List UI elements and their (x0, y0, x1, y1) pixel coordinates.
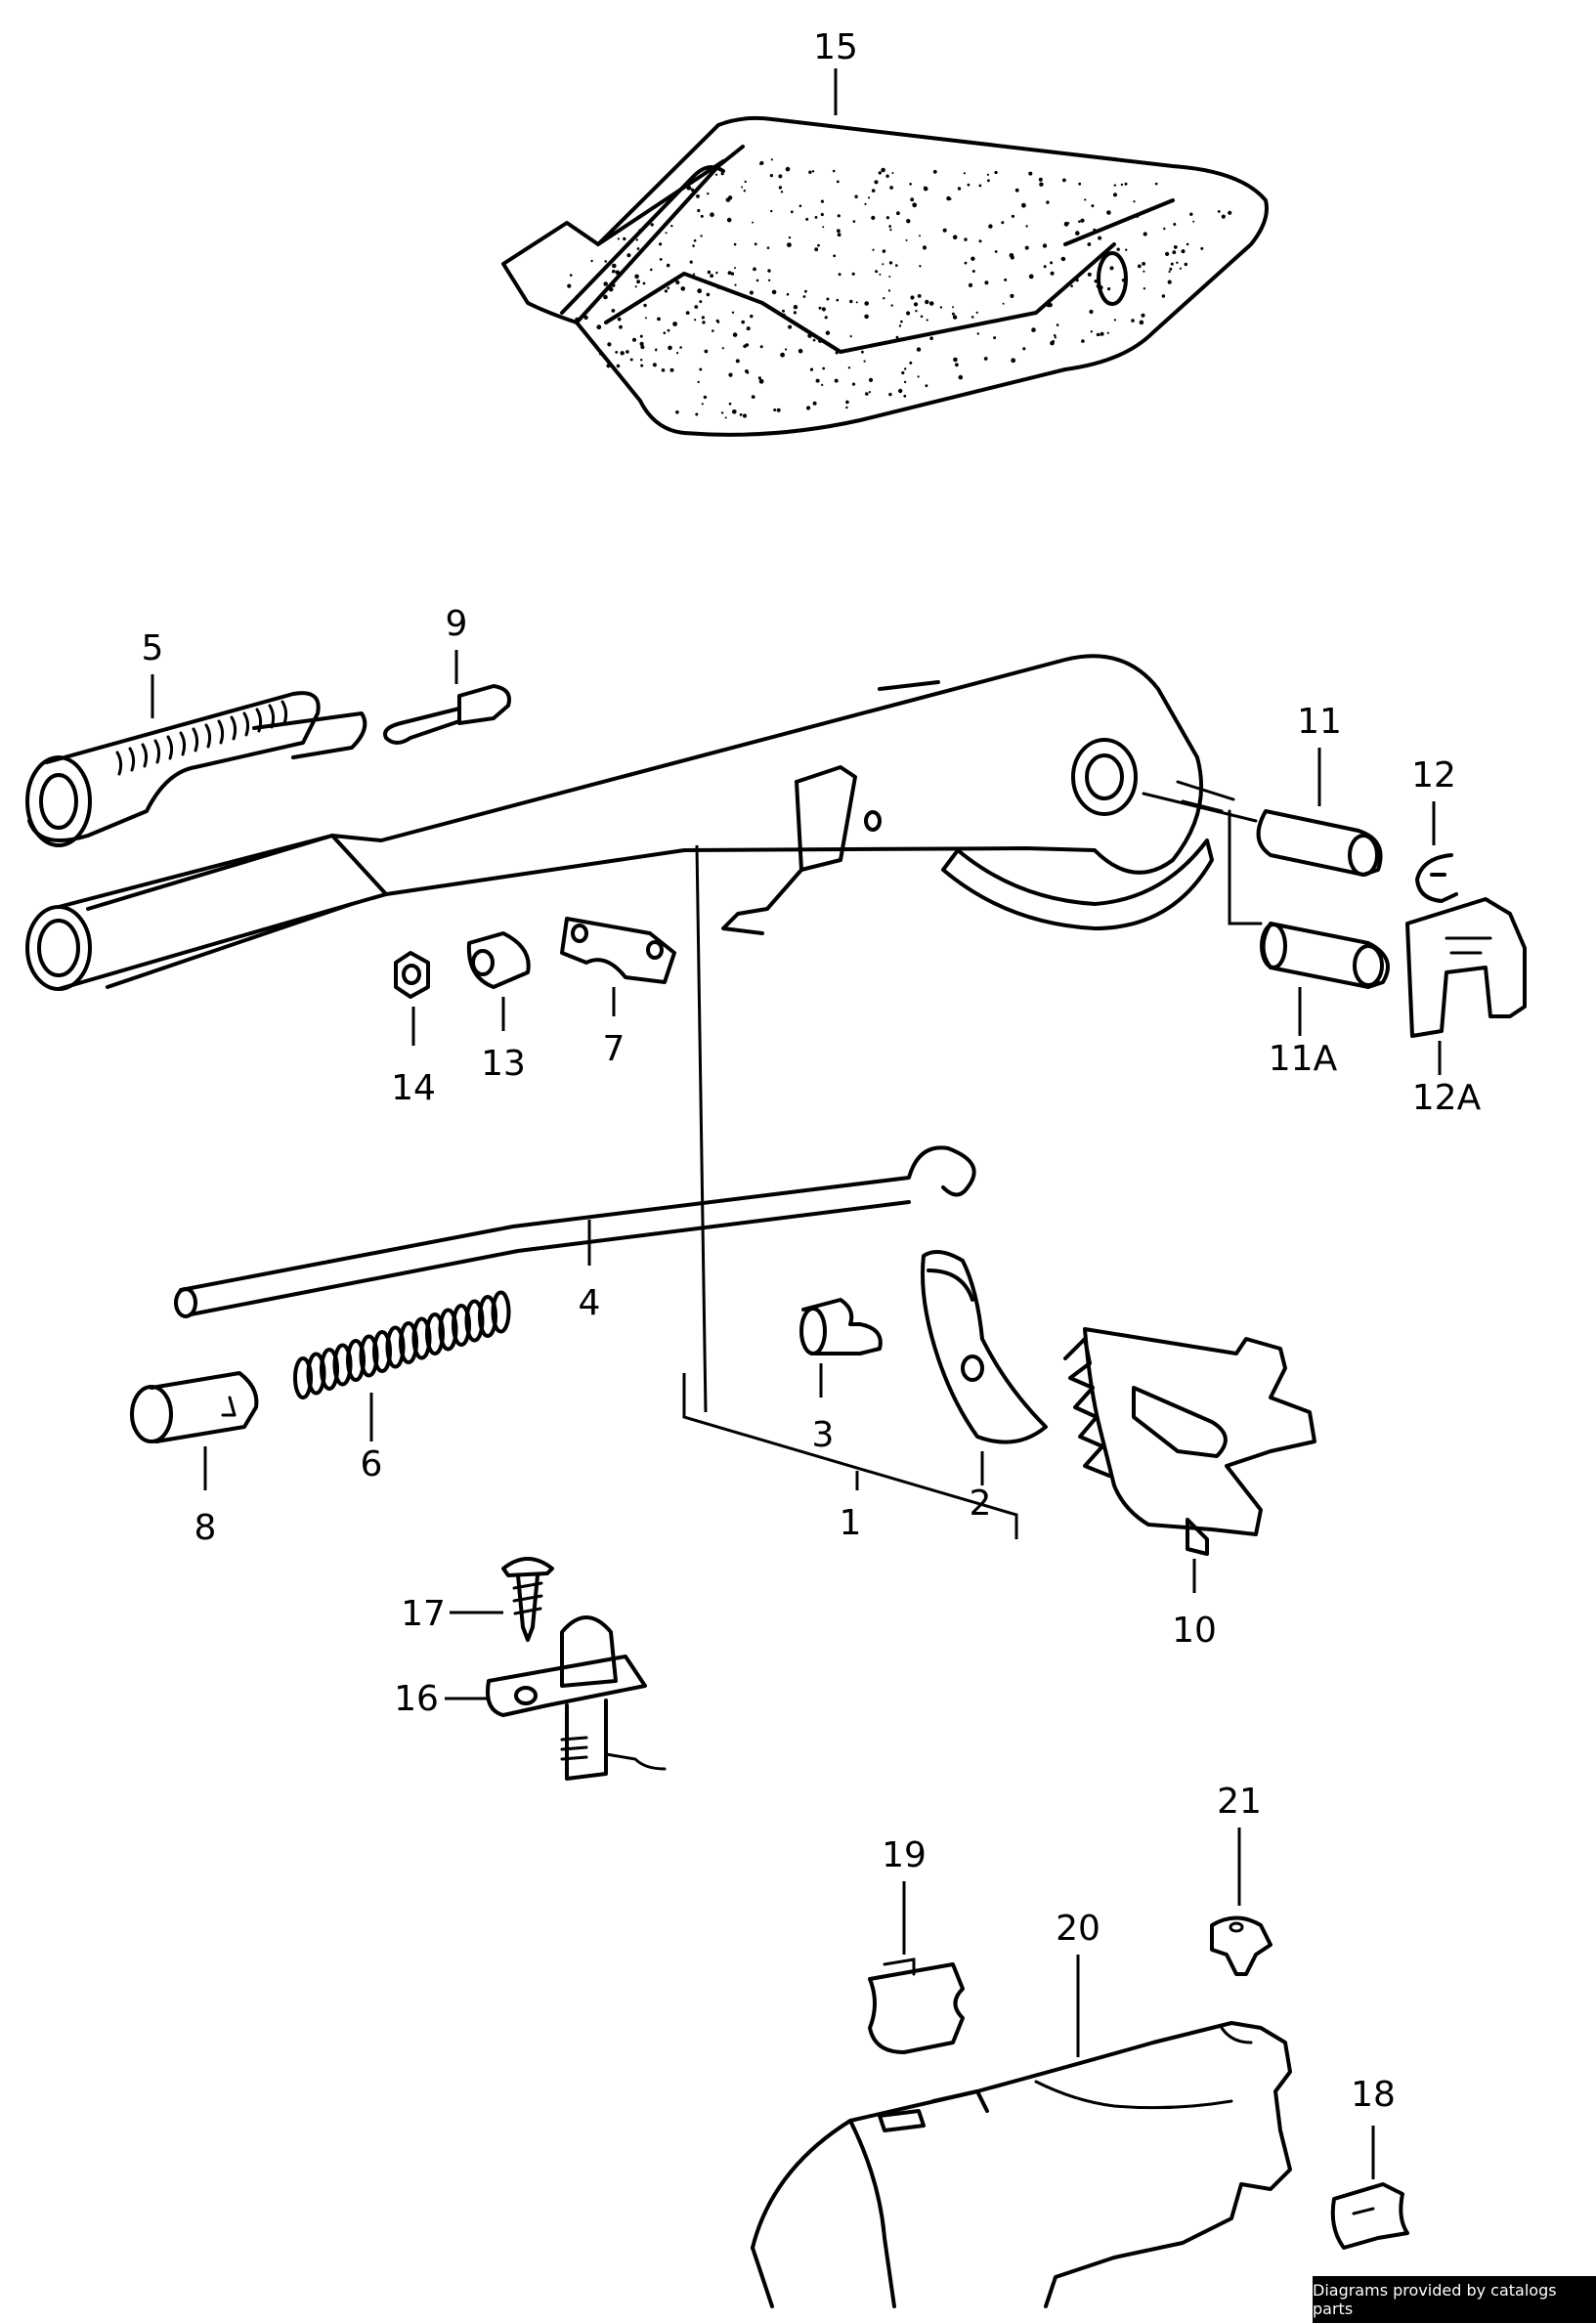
label-5: 5 (142, 628, 164, 668)
label-19: 19 (882, 1835, 927, 1875)
part-21-plug (1210, 1915, 1272, 1976)
part-13-cap-nut (466, 931, 531, 989)
label-13: 13 (481, 1044, 526, 1084)
part-lever (25, 654, 1235, 991)
label-11: 11 (1297, 702, 1342, 742)
part-10-ratchet (1063, 1327, 1316, 1556)
label-21: 21 (1217, 1782, 1262, 1822)
label-3: 3 (812, 1415, 835, 1455)
part-17-screw (501, 1557, 554, 1642)
part-11a-sleeve (1228, 809, 1390, 989)
label-12a: 12A (1412, 1078, 1482, 1118)
part-18-clip (1330, 2182, 1409, 2250)
part-12a-clip (1405, 897, 1527, 1038)
part-1-assembly-bracket (682, 844, 1018, 1539)
part-14-nut (394, 951, 430, 999)
part-2-pawl (921, 1250, 1048, 1444)
part-7-clamp (560, 917, 676, 984)
label-20: 20 (1056, 1909, 1100, 1949)
label-10: 10 (1172, 1611, 1217, 1651)
label-6: 6 (361, 1444, 383, 1484)
part-20-cover (751, 2021, 1292, 2308)
label-4: 4 (579, 1283, 601, 1323)
label-15: 15 (813, 27, 858, 67)
part-4-rod (174, 1145, 976, 1318)
part-6-spring (293, 1290, 511, 1399)
label-11a: 11A (1269, 1039, 1338, 1079)
label-7: 7 (603, 1029, 625, 1069)
part-8-end-cap (130, 1371, 259, 1443)
label-9: 9 (446, 604, 468, 644)
label-14: 14 (391, 1068, 436, 1108)
part-11-sleeve (1142, 792, 1383, 877)
part-9-button (383, 684, 511, 745)
part-19-clip (868, 1957, 965, 2054)
label-12: 12 (1411, 755, 1456, 796)
label-16: 16 (394, 1679, 439, 1719)
label-1: 1 (840, 1503, 862, 1543)
credit-banner: Diagrams provided by catalogs parts (1313, 2276, 1596, 2323)
label-18: 18 (1351, 2075, 1396, 2115)
part-3-pin (799, 1298, 883, 1355)
part-16-switch (486, 1615, 667, 1781)
label-2: 2 (970, 1484, 992, 1524)
part-5-grip (25, 691, 367, 847)
label-17: 17 (401, 1594, 446, 1634)
part-12-circlip (1415, 853, 1458, 903)
part-15-cover (501, 115, 1269, 437)
label-8: 8 (194, 1508, 217, 1548)
